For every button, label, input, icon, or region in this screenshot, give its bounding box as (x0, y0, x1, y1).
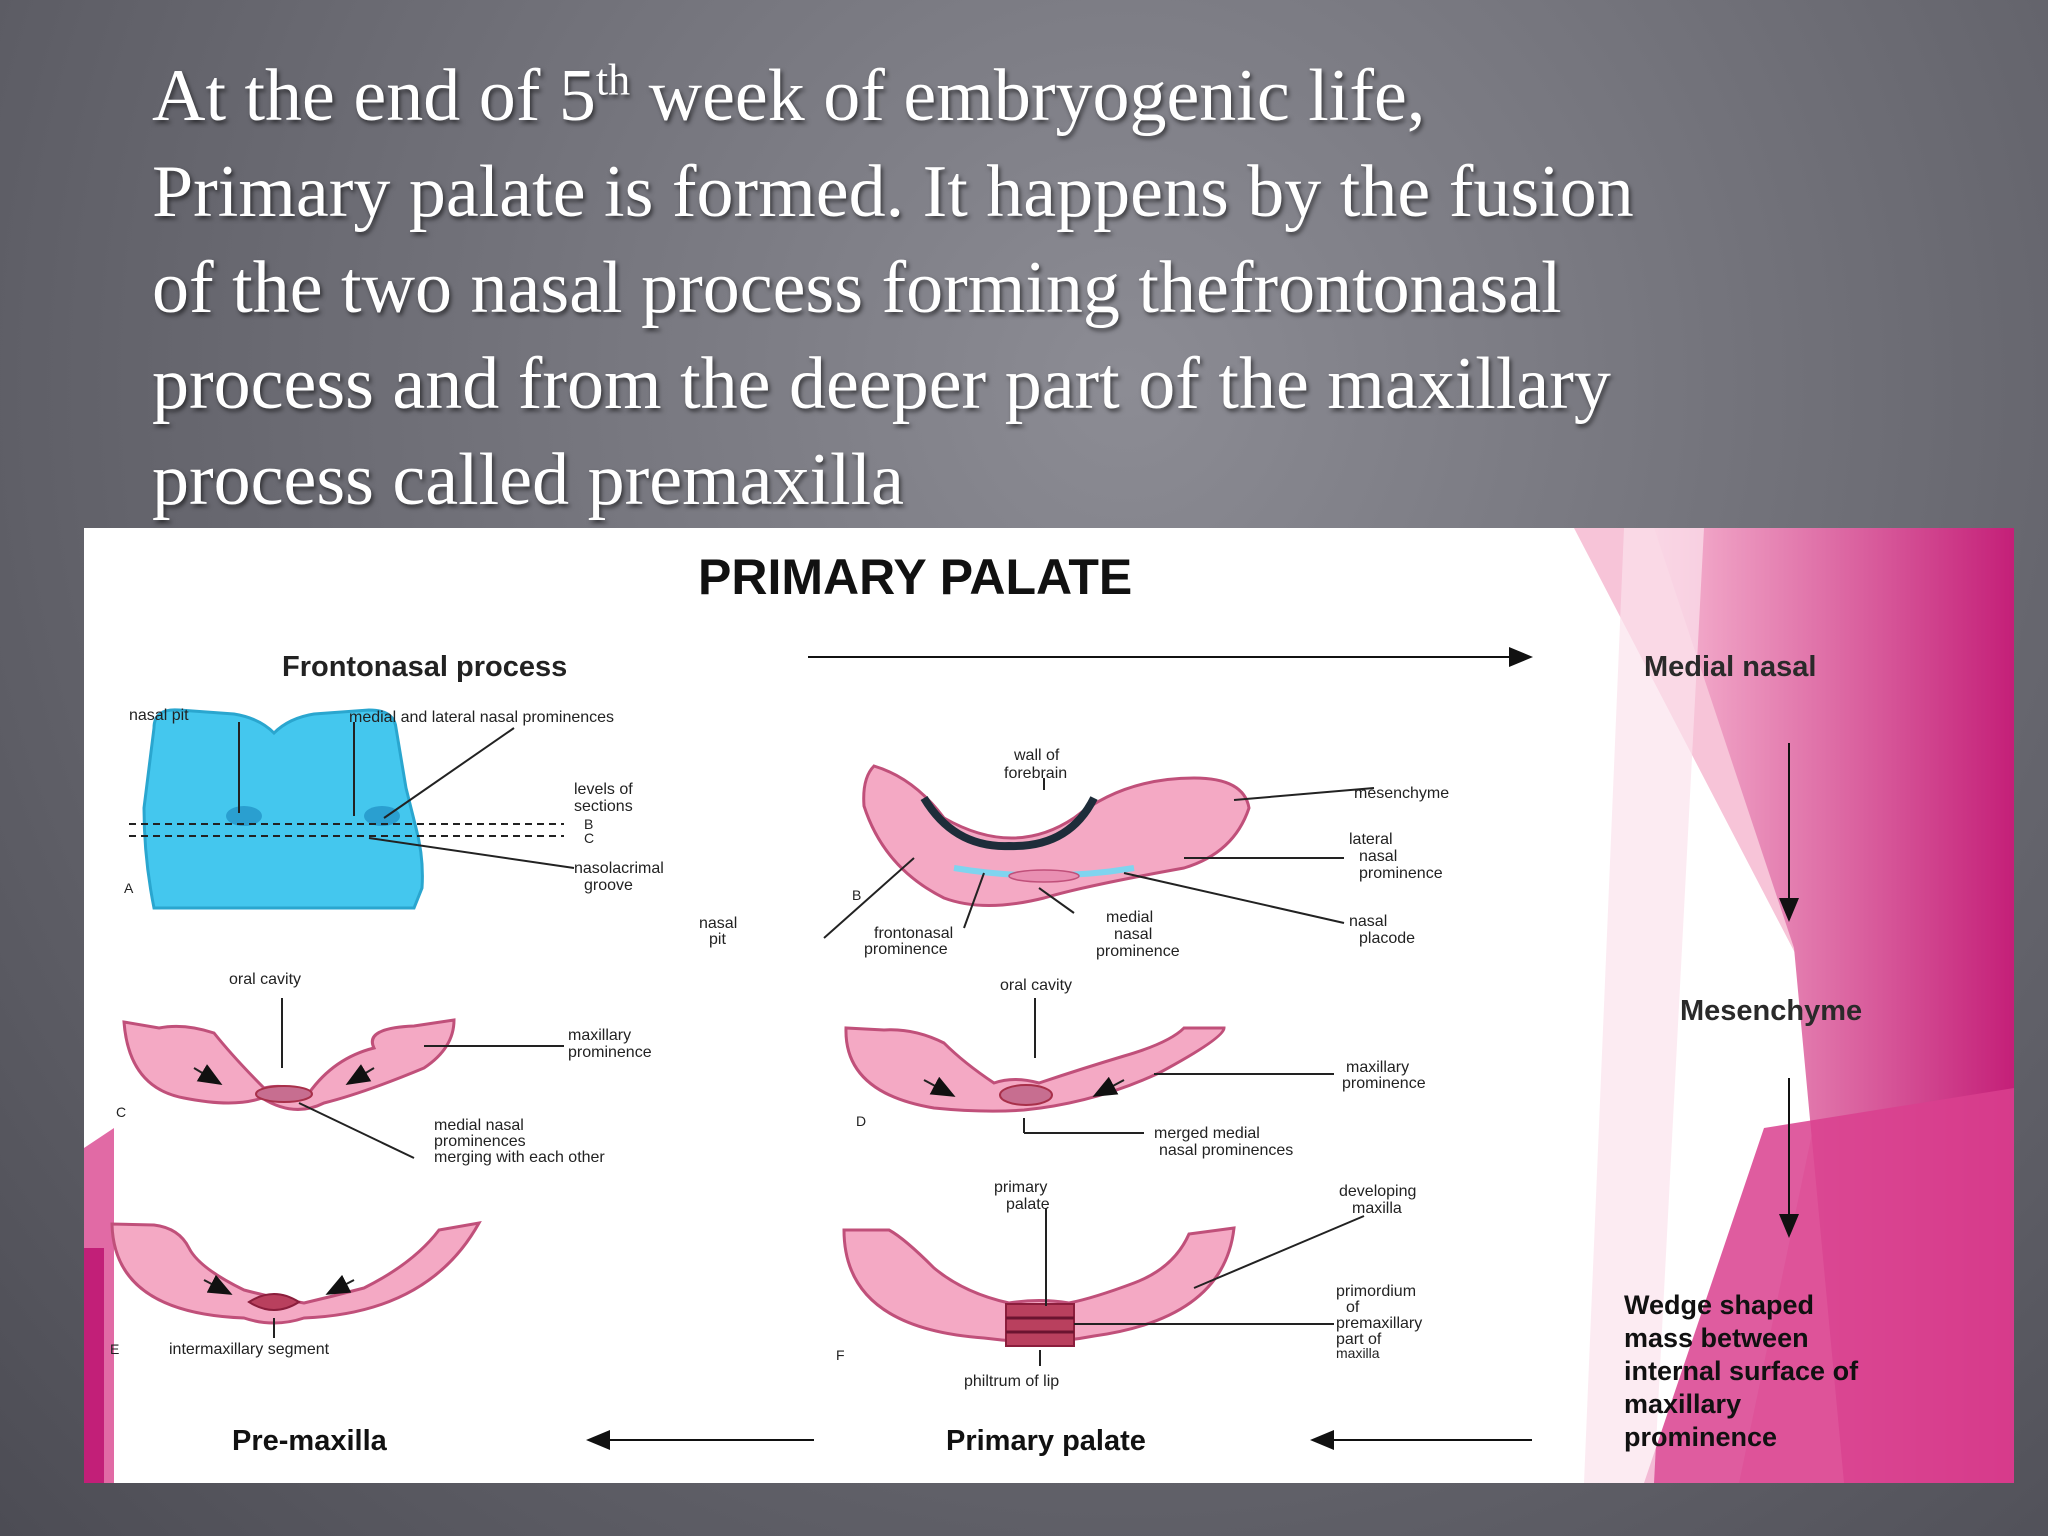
svg-text:primordium: primordium (1336, 1283, 1416, 1300)
svg-text:mass between: mass between (1624, 1323, 1809, 1353)
svg-text:A: A (124, 880, 134, 896)
slide-heading: At the end of 5th week of embryogenic li… (152, 48, 2012, 528)
svg-text:maxillary: maxillary (1624, 1389, 1741, 1419)
svg-text:of: of (1346, 1299, 1360, 1316)
svg-text:groove: groove (584, 877, 633, 894)
svg-text:medial and lateral nasal promi: medial and lateral nasal prominences (349, 709, 614, 726)
flow-mesenchyme: Mesenchyme (1680, 995, 1862, 1027)
diagram-svg: PRIMARY PALATE Frontonasal process Media… (84, 528, 2014, 1483)
svg-text:prominence: prominence (1342, 1075, 1426, 1092)
diagram-title: PRIMARY PALATE (698, 549, 1132, 605)
primary-palate-figure: PRIMARY PALATE Frontonasal process Media… (84, 528, 2014, 1483)
flow-primary-palate: Primary palate (946, 1425, 1146, 1457)
nasal-pit-right (364, 806, 400, 826)
svg-text:premaxillary: premaxillary (1336, 1315, 1422, 1332)
heading-line-2: Primary palate is formed. It happens by … (152, 151, 1634, 233)
svg-text:merged medial: merged medial (1154, 1125, 1260, 1142)
panel-f-section (842, 1226, 1236, 1344)
svg-text:D: D (856, 1113, 866, 1129)
svg-text:pit: pit (709, 931, 726, 948)
svg-text:B: B (584, 816, 593, 832)
svg-text:merging with each other: merging with each other (434, 1149, 605, 1166)
svg-text:F: F (836, 1347, 845, 1363)
svg-text:oral cavity: oral cavity (229, 971, 301, 988)
forebrain-wall (920, 795, 1098, 851)
svg-text:prominence: prominence (1096, 943, 1180, 960)
svg-text:developing: developing (1339, 1183, 1416, 1200)
svg-text:Wedge shaped: Wedge shaped (1624, 1290, 1814, 1320)
svg-text:wall of: wall of (1013, 747, 1060, 764)
svg-text:maxillary: maxillary (1346, 1059, 1409, 1076)
panel-c-section (122, 1018, 456, 1111)
svg-text:maxilla: maxilla (1352, 1200, 1402, 1217)
svg-text:prominence: prominence (1624, 1422, 1777, 1452)
svg-text:primary: primary (994, 1179, 1047, 1196)
svg-text:internal surface of: internal surface of (1624, 1356, 1859, 1386)
panel-f (842, 1208, 1365, 1366)
svg-text:medial: medial (1106, 909, 1153, 926)
svg-text:philtrum of lip: philtrum of lip (964, 1373, 1059, 1390)
svg-text:forebrain: forebrain (1004, 765, 1067, 782)
svg-text:intermaxillary segment: intermaxillary segment (169, 1341, 330, 1358)
svg-text:part of: part of (1336, 1331, 1382, 1348)
flow-medial-nasal: Medial nasal (1644, 651, 1816, 683)
svg-text:nasal: nasal (1359, 848, 1397, 865)
svg-text:maxilla: maxilla (1336, 1345, 1380, 1361)
flow-wedge-text: Wedge shaped mass between internal surfa… (1624, 1290, 1859, 1452)
heading-line-3: of the two nasal process forming thefron… (152, 247, 1562, 329)
svg-text:nasal: nasal (1114, 926, 1152, 943)
flow-pre-maxilla: Pre-maxilla (232, 1425, 388, 1457)
svg-text:sections: sections (574, 798, 633, 815)
decorative-pink-shapes (84, 528, 2014, 1483)
svg-text:oral cavity: oral cavity (1000, 977, 1072, 994)
heading-line-1: At the end of 5th week of embryogenic li… (152, 55, 1426, 137)
primary-palate-block (1005, 1303, 1075, 1347)
svg-text:maxillary: maxillary (568, 1027, 631, 1044)
svg-text:nasal: nasal (699, 915, 737, 932)
svg-text:prominences: prominences (434, 1133, 526, 1150)
heading-line-4: process and from the deeper part of the … (152, 343, 1611, 425)
flow-frontonasal-process: Frontonasal process (282, 651, 567, 683)
panel-c (122, 998, 564, 1159)
svg-text:nasolacrimal: nasolacrimal (574, 860, 664, 877)
svg-text:nasal: nasal (1349, 913, 1387, 930)
svg-text:levels of: levels of (574, 781, 633, 798)
svg-text:mesenchyme: mesenchyme (1354, 785, 1449, 802)
nasal-pit-left (226, 806, 262, 826)
svg-text:nasal pit: nasal pit (129, 707, 189, 724)
panel-b (823, 764, 1375, 939)
panel-e (110, 1220, 482, 1338)
superscript: th (595, 55, 631, 105)
svg-text:B: B (852, 887, 861, 903)
panel-e-section (110, 1220, 482, 1325)
svg-text:prominence: prominence (1359, 865, 1443, 882)
panel-a (129, 708, 575, 910)
svg-text:lateral: lateral (1349, 831, 1393, 848)
svg-text:E: E (110, 1341, 119, 1357)
svg-text:medial nasal: medial nasal (434, 1117, 524, 1134)
panel-d (844, 998, 1334, 1134)
svg-text:palate: palate (1006, 1196, 1050, 1213)
svg-text:prominence: prominence (864, 941, 948, 958)
svg-text:nasal prominences: nasal prominences (1159, 1142, 1293, 1159)
svg-text:prominence: prominence (568, 1044, 652, 1061)
heading-line-5: process called premaxilla (152, 439, 904, 521)
svg-text:C: C (116, 1104, 126, 1120)
embryo-head-shape (142, 708, 424, 910)
svg-text:placode: placode (1359, 930, 1415, 947)
svg-text:C: C (584, 830, 594, 846)
svg-text:frontonasal: frontonasal (874, 925, 953, 942)
